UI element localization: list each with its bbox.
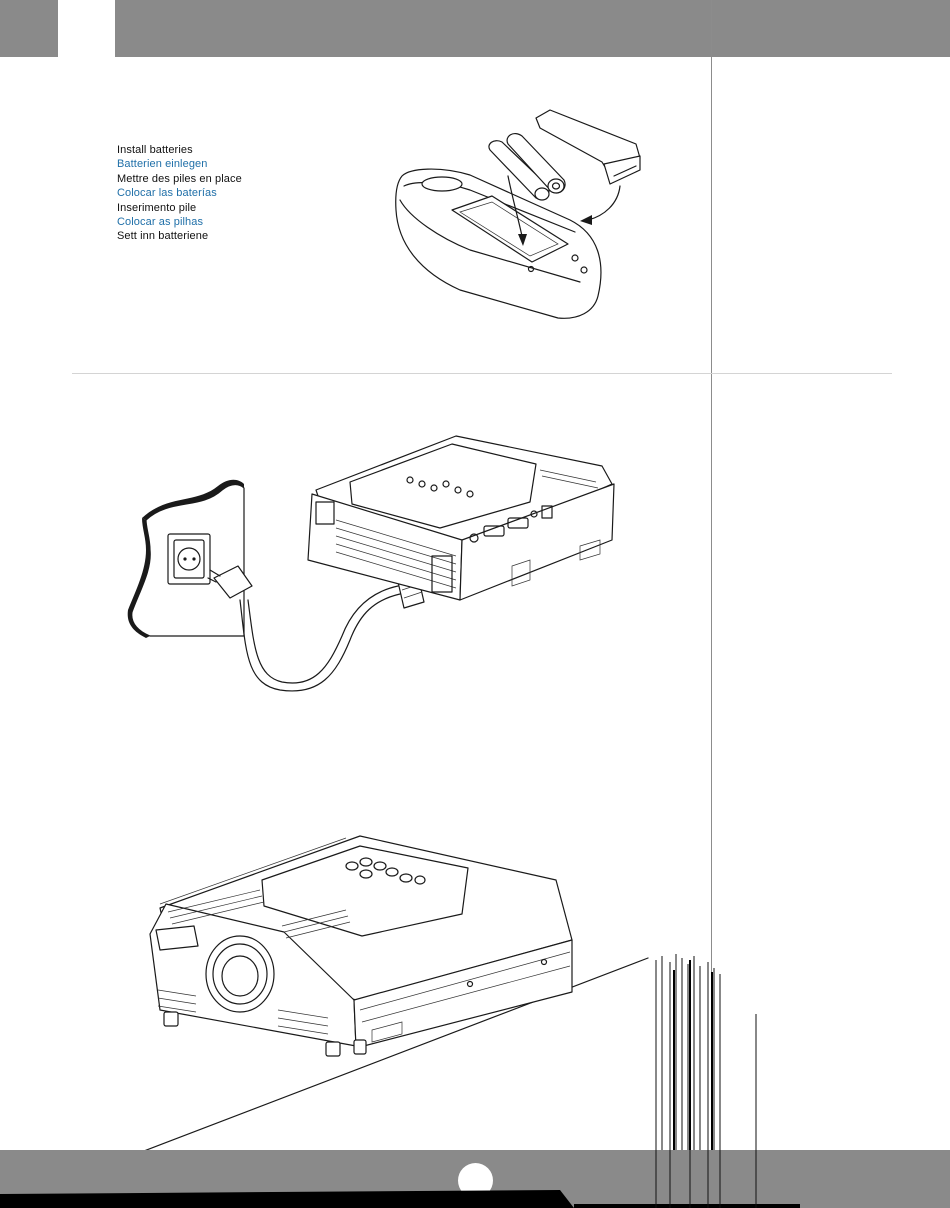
footer-black-strip: [0, 1190, 574, 1208]
